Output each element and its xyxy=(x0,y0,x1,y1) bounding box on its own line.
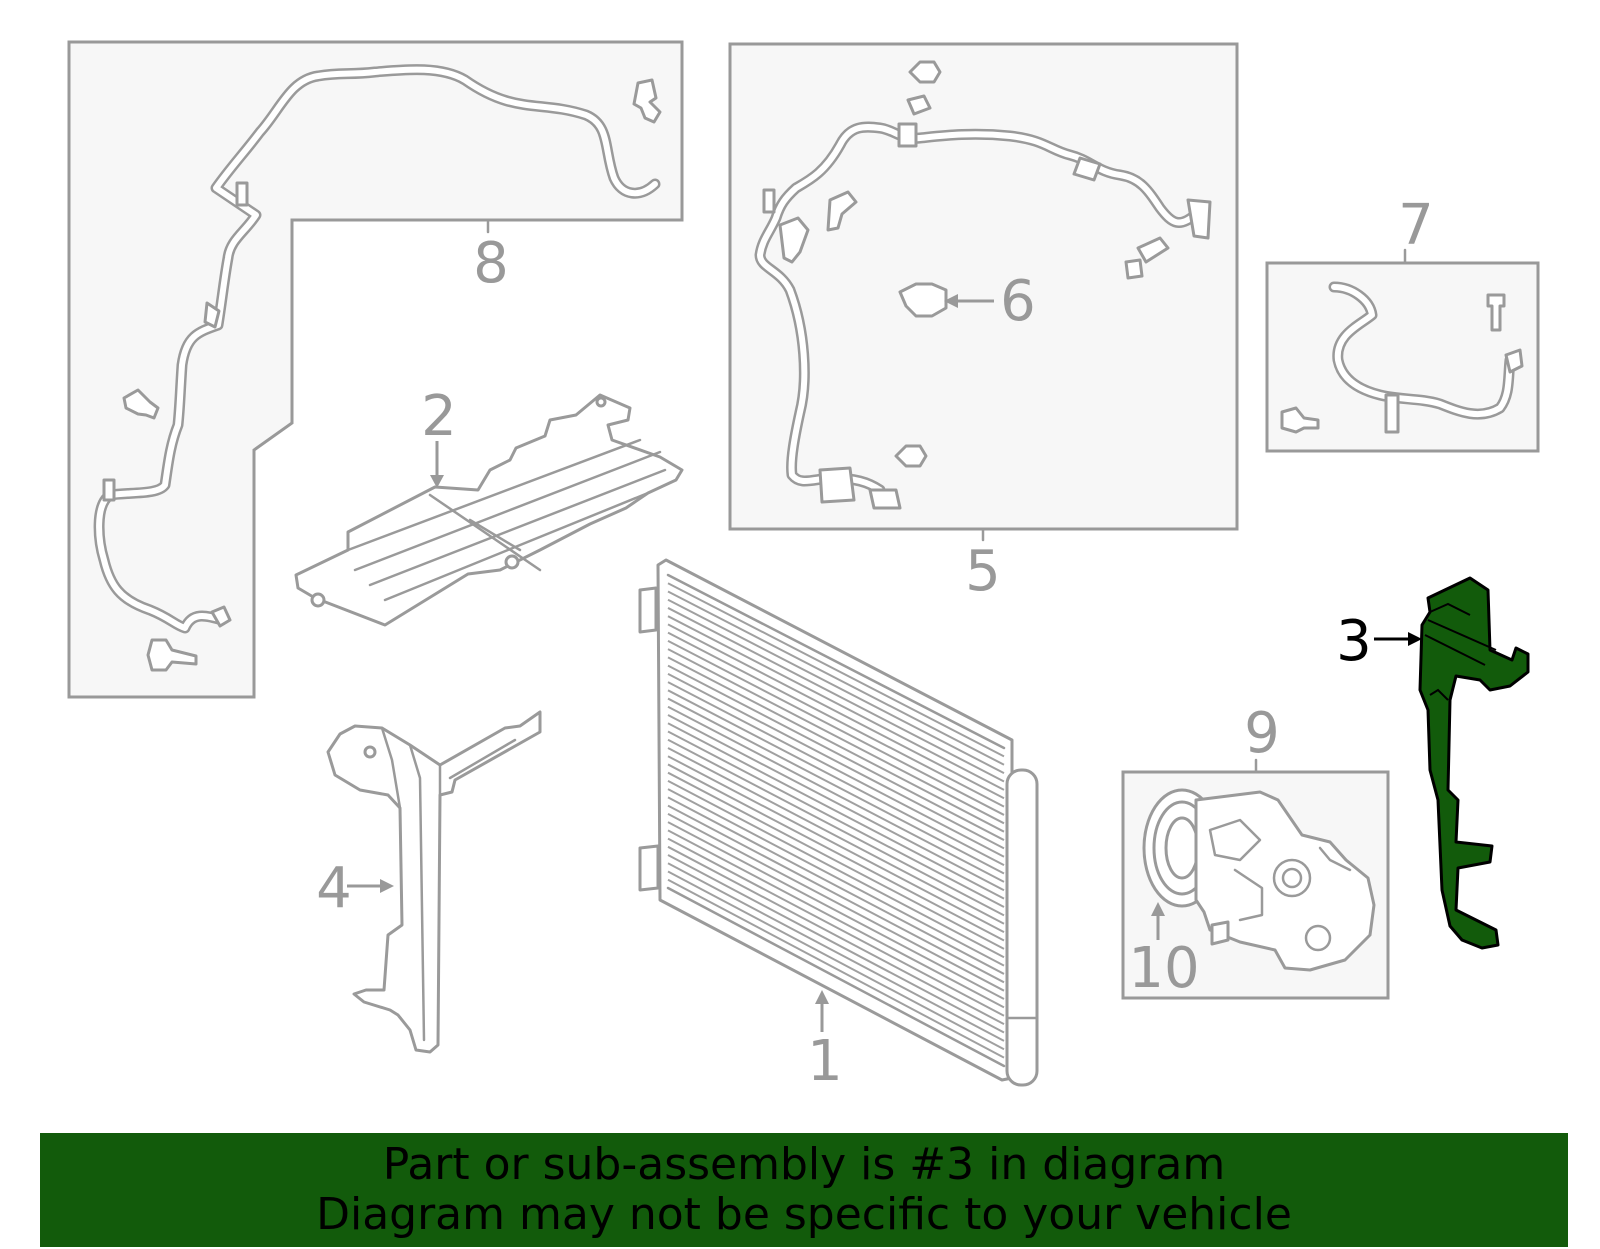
callout-4[interactable]: 4 xyxy=(316,856,352,921)
condenser-fin xyxy=(667,672,1005,850)
condenser-fin xyxy=(667,878,1005,1059)
banner-line-1: Part or sub-assembly is #3 in diagram xyxy=(382,1139,1226,1190)
condenser-fin xyxy=(667,845,1005,1026)
condenser-fin xyxy=(667,590,1005,766)
part-2-shield[interactable]: 2 xyxy=(294,384,684,627)
condenser-fin xyxy=(667,837,1005,1017)
condenser-fin xyxy=(667,854,1005,1034)
condenser-fin xyxy=(667,631,1005,808)
condenser-fin xyxy=(667,763,1005,942)
callout-9[interactable]: 9 xyxy=(1244,701,1280,766)
part-3-air-guide-highlighted[interactable]: 3 xyxy=(1336,576,1530,950)
condenser-fin xyxy=(667,796,1005,975)
condenser-fin xyxy=(667,648,1005,825)
condenser-fin xyxy=(667,607,1005,783)
condenser-fins xyxy=(667,582,1005,1059)
condenser-fin xyxy=(667,862,1005,1042)
condenser-fin xyxy=(667,812,1005,992)
condenser-fin xyxy=(667,664,1005,841)
part-7-group[interactable]: 7 xyxy=(1265,193,1540,453)
condenser-fin xyxy=(667,771,1005,950)
part-5-group[interactable]: 6 5 xyxy=(728,42,1239,604)
callout-6[interactable]: 6 xyxy=(1000,269,1036,334)
callout-1[interactable]: 1 xyxy=(807,1029,843,1094)
condenser-fin xyxy=(667,780,1005,959)
callout-5[interactable]: 5 xyxy=(965,539,1001,604)
condenser-fin xyxy=(667,747,1005,925)
condenser-fin xyxy=(667,738,1005,917)
condenser-fin xyxy=(667,714,1005,892)
condenser-fin xyxy=(667,755,1005,933)
condenser-fin xyxy=(667,689,1005,867)
condenser-fin xyxy=(667,788,1005,967)
callout-7[interactable]: 7 xyxy=(1398,193,1434,258)
condenser-fin xyxy=(667,656,1005,833)
condenser-fin xyxy=(667,804,1005,984)
callout-3[interactable]: 3 xyxy=(1336,609,1372,674)
condenser-fin xyxy=(667,681,1005,858)
part-1-condenser[interactable]: 1 xyxy=(638,558,1039,1094)
condenser-fin xyxy=(667,623,1005,800)
condenser-fin xyxy=(667,598,1005,774)
part-8-group[interactable]: 8 xyxy=(67,40,684,699)
condenser-fin xyxy=(667,821,1005,1000)
banner-line-2: Diagram may not be specific to your vehi… xyxy=(316,1189,1292,1240)
callout-8[interactable]: 8 xyxy=(473,231,509,296)
part-4-air-guide[interactable]: 4 xyxy=(316,710,542,1054)
condenser-fin xyxy=(667,697,1005,875)
condenser-fin xyxy=(667,705,1005,883)
condenser-fin xyxy=(667,722,1005,900)
condenser-fin xyxy=(667,640,1005,816)
condenser-fin xyxy=(667,870,1005,1051)
part-9-group[interactable]: 9 10 xyxy=(1121,701,1390,1001)
info-banner: Part or sub-assembly is #3 in diagram Di… xyxy=(40,1133,1568,1247)
condenser-fin xyxy=(667,615,1005,791)
condenser-fin xyxy=(667,582,1005,758)
condenser-fin xyxy=(667,730,1005,908)
condenser-fin xyxy=(667,829,1005,1009)
callout-2[interactable]: 2 xyxy=(421,384,457,449)
callout-10[interactable]: 10 xyxy=(1128,936,1199,1001)
